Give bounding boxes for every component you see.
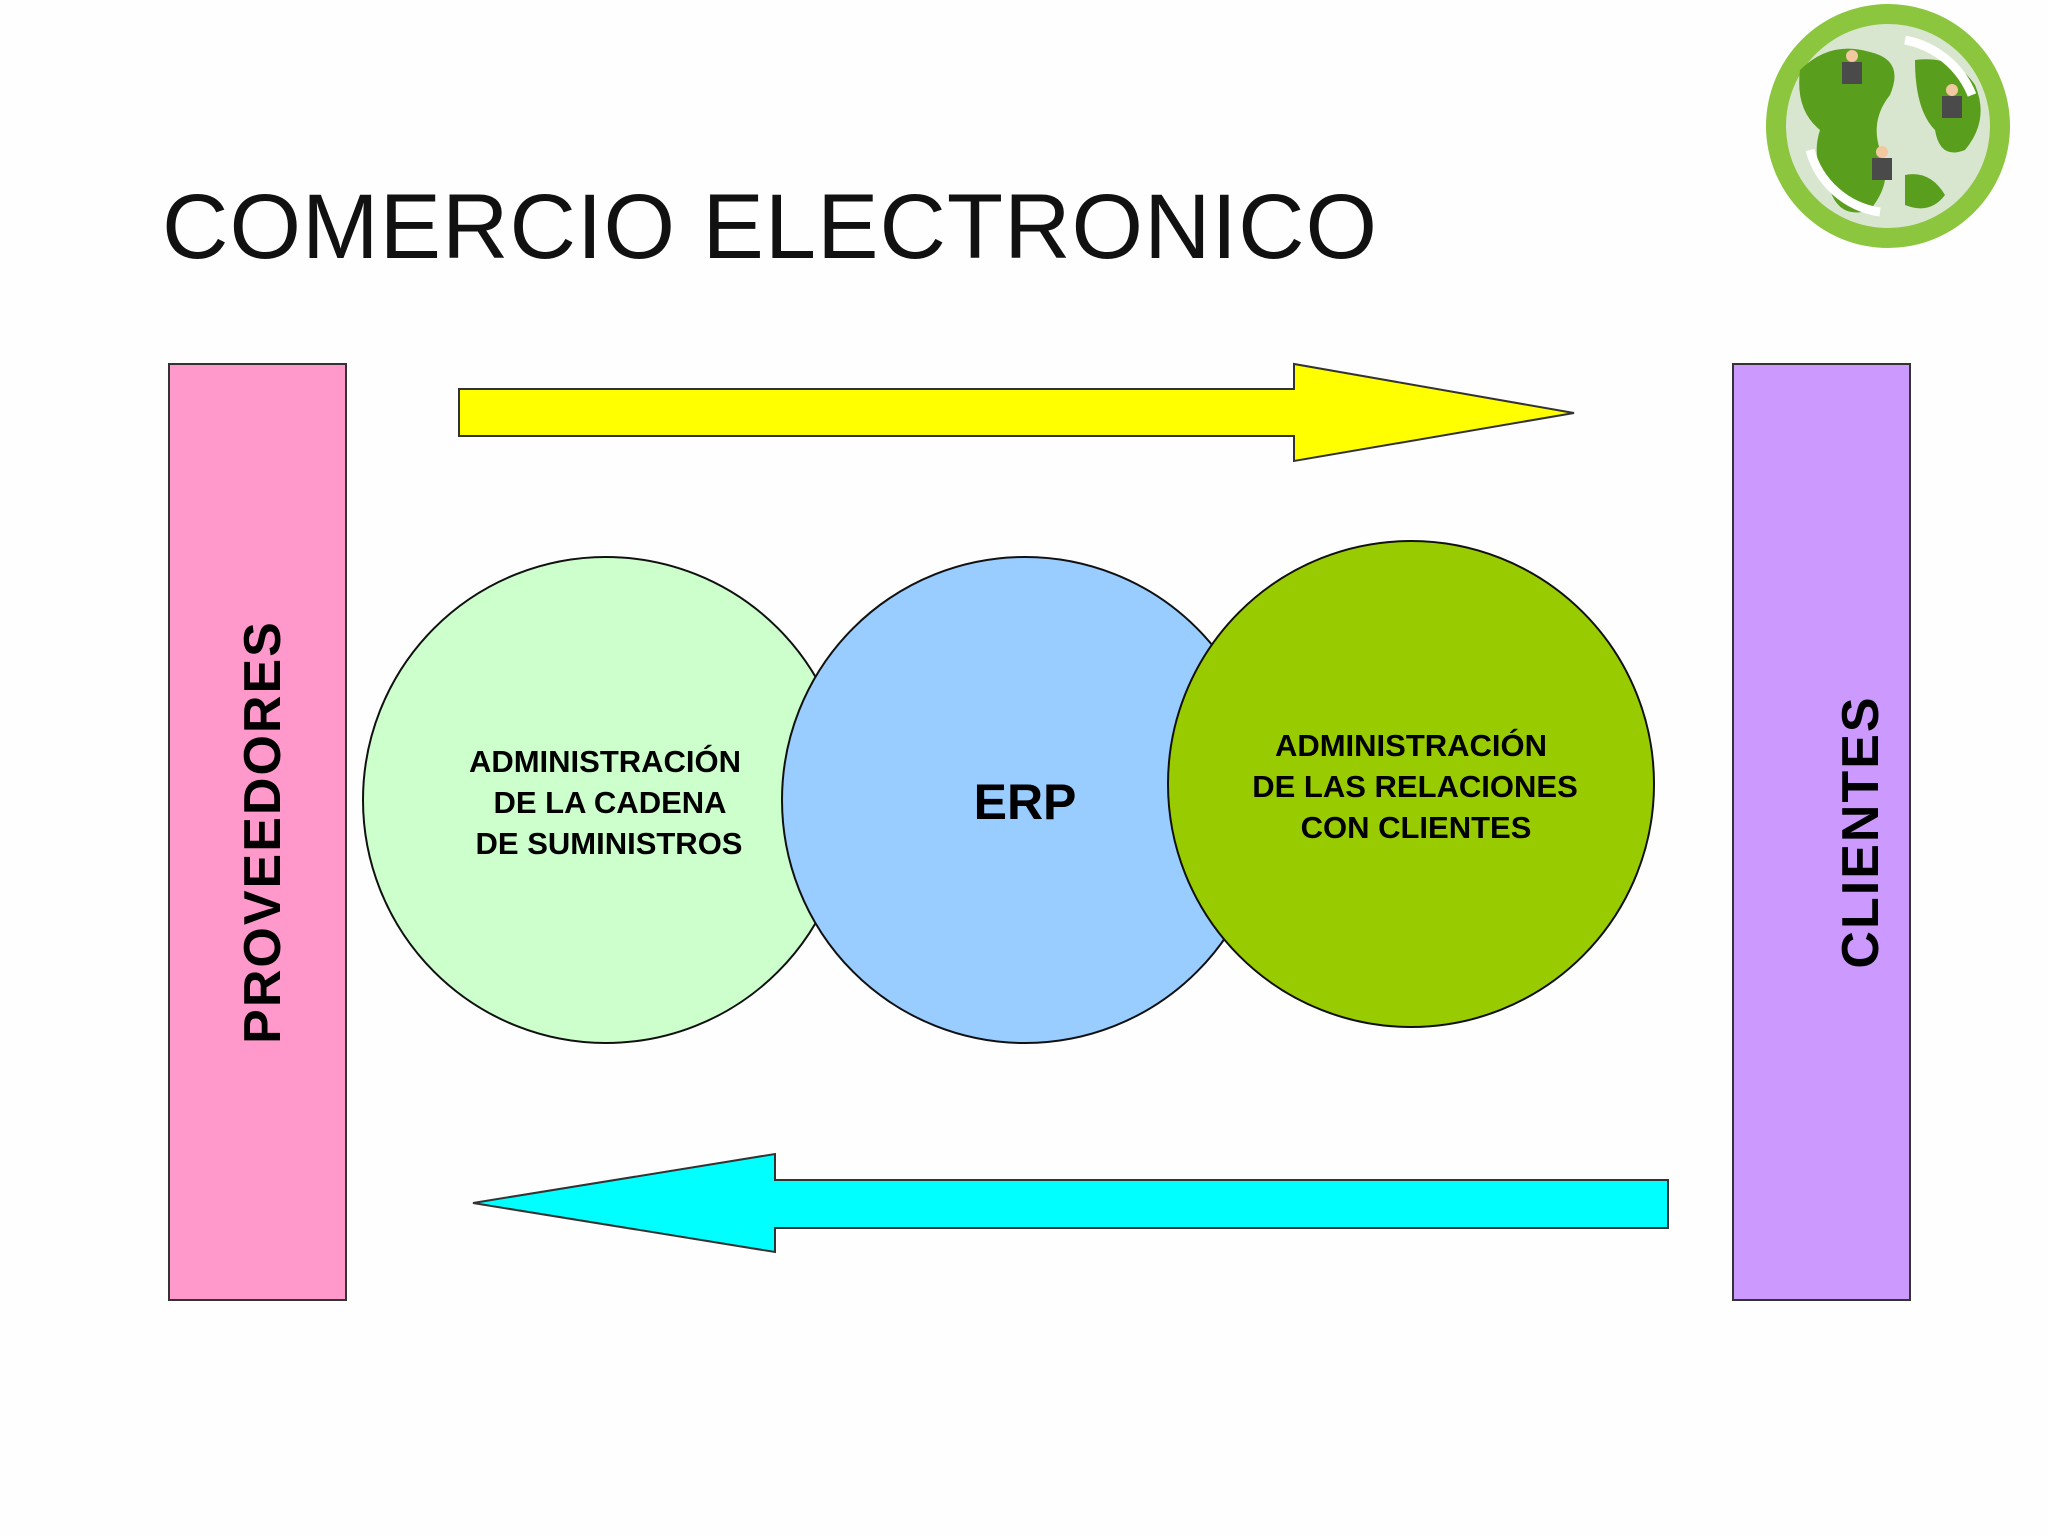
scm-label-line-3: DE SUMINISTROS [476,826,743,861]
arrow-right-yellow [458,362,1575,463]
clients-label: CLIENTES [1832,695,1890,968]
slide-title: COMERCIO ELECTRONICO [162,176,1378,278]
clients-bar-box [1732,363,1911,1301]
scm-label-line-1: ADMINISTRACIÓN [469,743,741,779]
suppliers-bar: PROVEEDORES [168,363,347,1301]
crm-circle-shape [1167,540,1655,1028]
suppliers-label: PROVEEDORES [234,620,292,1044]
crm-label-line-3: CON CLIENTES [1301,810,1532,845]
crm-label-line-1: ADMINISTRACIÓN [1275,727,1547,763]
arrow-left-cyan [472,1152,1669,1254]
clients-bar: CLIENTES [1732,363,1911,1301]
globe-network-icon [1766,4,2010,248]
erp-label: ERP [974,774,1077,830]
crm-circle [1167,540,1655,1028]
crm-label-line-2: DE LAS RELACIONES [1252,769,1578,804]
scm-label-line-2: DE LA CADENA [493,785,726,820]
suppliers-bar-box [168,363,347,1301]
